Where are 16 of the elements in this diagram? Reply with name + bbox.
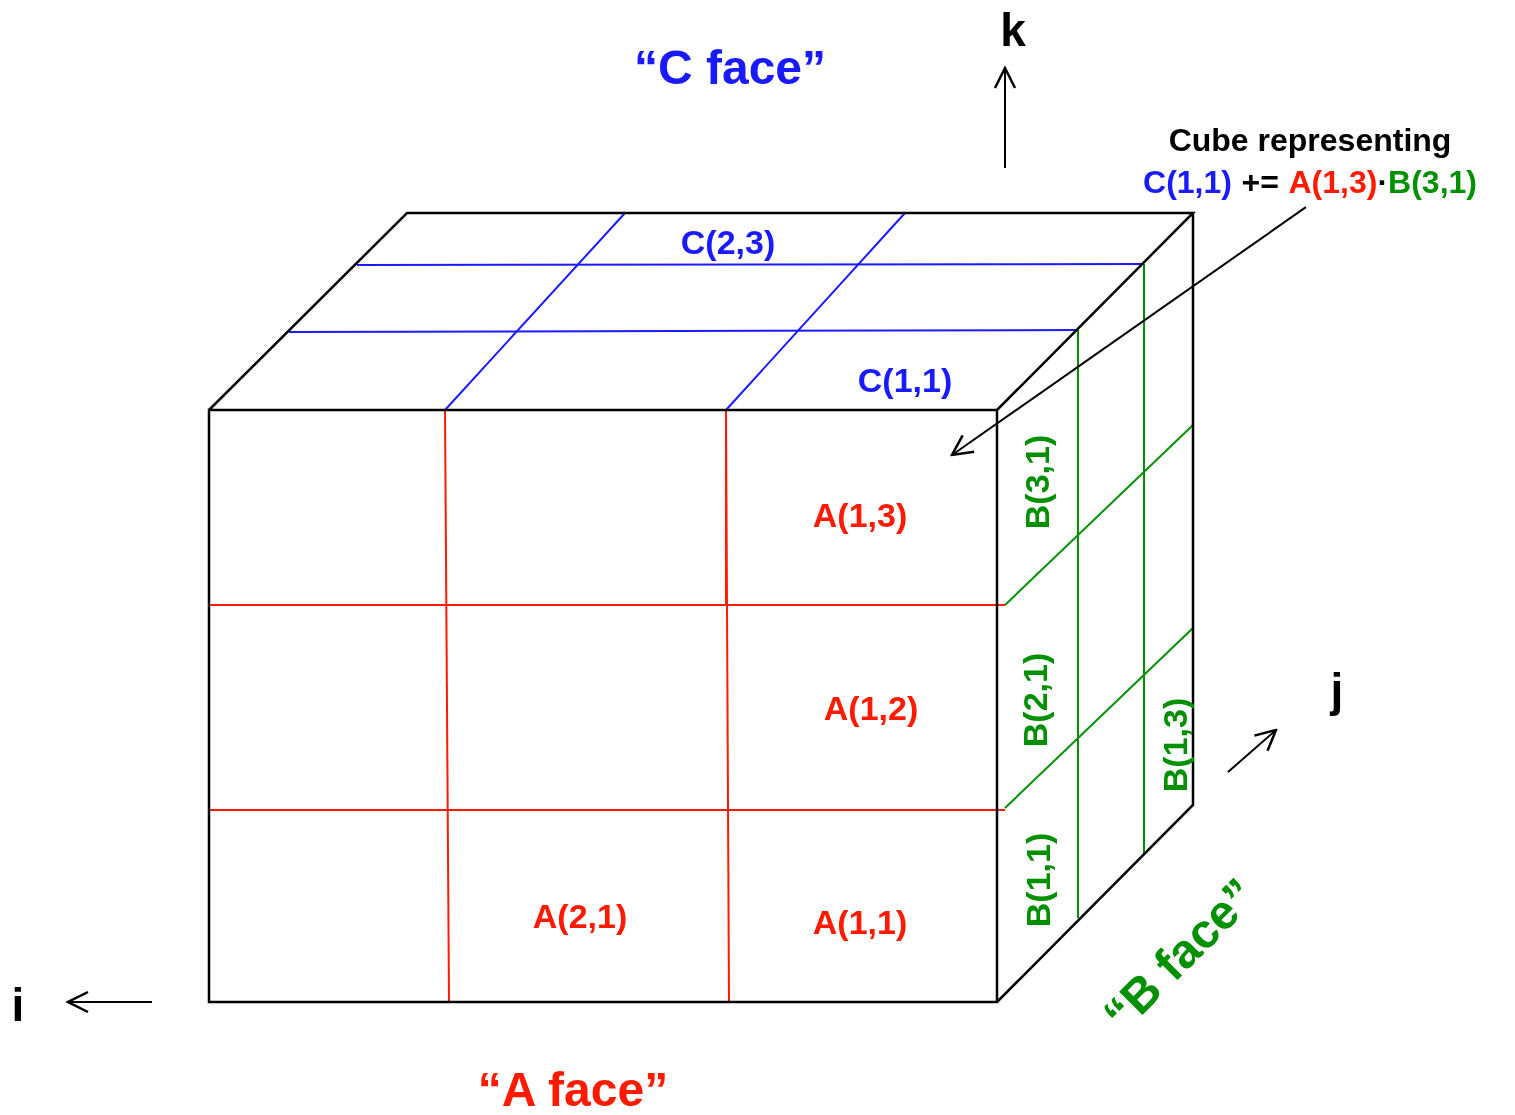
cell-label: C(2,3)	[680, 225, 776, 259]
cell-label: C(1,1)	[857, 363, 953, 397]
cell-label: A(1,3)	[812, 498, 908, 532]
face-title: “C face”	[633, 44, 827, 92]
cell-label: A(1,1)	[812, 905, 908, 939]
cell-label: A(1,2)	[823, 691, 919, 725]
cell-label: B(1,1)	[1021, 832, 1055, 928]
axis-label: i	[11, 982, 25, 1028]
cell-label: B(2,1)	[1018, 652, 1052, 748]
leader-line	[950, 206, 1307, 457]
cell-label: B(3,1)	[1020, 434, 1054, 530]
cell-label: B(1,3)	[1158, 697, 1192, 793]
axis-label: k	[1000, 7, 1026, 53]
cell-label: A(2,1)	[532, 899, 628, 933]
face-title: “A face”	[477, 1066, 669, 1114]
callout-text: Cube representing C(1,1) += A(1,3)·B(3,1)	[1105, 120, 1515, 204]
